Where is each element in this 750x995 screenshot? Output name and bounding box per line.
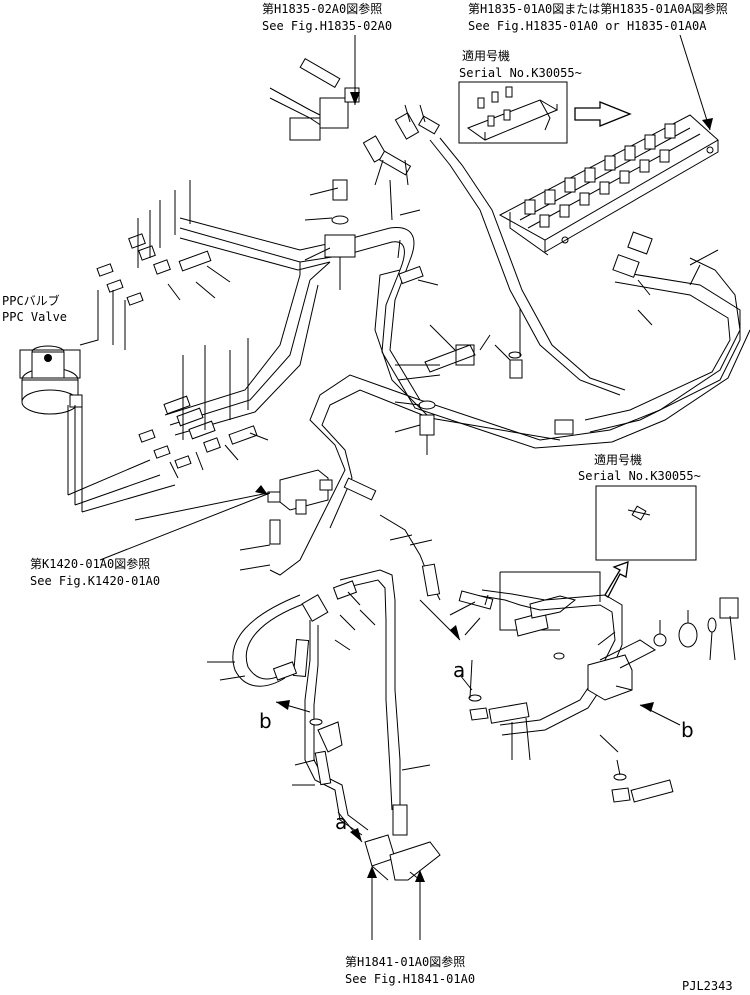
serial-mid-jp: 適用号機	[594, 452, 642, 467]
letter-a-left: a	[335, 810, 347, 834]
letter-b-left: b	[259, 709, 272, 733]
drawing-code: PJL2343	[682, 979, 733, 993]
ref-top-right-jp: 第H1835-01A0図または第H1835-01A0A図参照	[468, 1, 728, 16]
hose-mid-diagonal	[379, 514, 623, 736]
inset-block-top	[466, 86, 559, 141]
fittings-valve-block	[267, 469, 494, 610]
fittings-left-cluster	[96, 233, 258, 469]
hose-bundle-upper	[179, 217, 750, 449]
ref-mid-left-jp: 第K1420-01A0図参照	[30, 556, 150, 571]
leader-lines	[79, 34, 736, 940]
ref-bottom-en: See Fig.H1841-01A0	[345, 972, 475, 986]
leader-mid-left-ref	[99, 492, 271, 561]
hose-long	[269, 374, 431, 576]
letter-a-right: a	[453, 658, 465, 682]
serial-top-en: Serial No.K30055~	[459, 66, 582, 80]
fittings-right-lower	[468, 597, 739, 803]
serial-top-jp: 適用号機	[462, 48, 510, 63]
hose-lower-left	[232, 569, 401, 836]
ppc-lines	[67, 405, 83, 512]
hose-top	[269, 87, 626, 396]
inset-fitting-mid	[627, 505, 651, 521]
serial-mid-en: Serial No.K30055~	[578, 469, 701, 483]
letter-b-right: b	[681, 718, 694, 742]
ppc-valve-jp: PPCバルブ	[2, 293, 60, 308]
direction-arrow-top	[574, 101, 632, 127]
ref-top-left-jp: 第H1835-02A0図参照	[262, 1, 382, 16]
manifold-assembly	[498, 114, 719, 256]
serial-inset-box-top	[458, 81, 568, 144]
ref-top-left-en: See Fig.H1835-02A0	[262, 19, 392, 33]
ref-mid-left-en: See Fig.K1420-01A0	[30, 574, 160, 588]
fittings-lower-left	[272, 580, 441, 881]
ppc-valve-en: PPC Valve	[2, 310, 67, 324]
hose-right-loop	[584, 271, 741, 433]
serial-inset-box-mid	[595, 485, 697, 561]
ref-top-right-en: See Fig.H1835-01A0 or H1835-01A0A	[468, 19, 707, 33]
direction-arrow-mid	[604, 561, 629, 598]
arrowheads	[134, 92, 713, 882]
ppc-valve	[19, 345, 83, 415]
ref-bottom-jp: 第H1841-01A0図参照	[345, 954, 465, 969]
fittings-top-block	[289, 57, 440, 176]
detail-fitting	[514, 595, 577, 637]
fittings-center	[324, 179, 653, 455]
ppc-lines-diagonal	[67, 459, 176, 513]
